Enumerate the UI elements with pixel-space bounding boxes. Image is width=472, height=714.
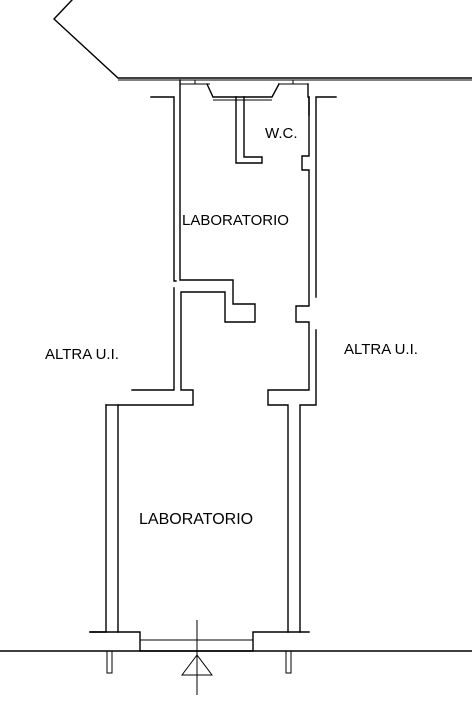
street-post-left: [106, 650, 113, 674]
street-post-right: [285, 650, 292, 674]
upper-left-wall-outer-lower: [131, 287, 175, 391]
lower-left-wall-outer: [89, 404, 107, 633]
label-altra-ui-left: ALTRA U.I.: [45, 346, 119, 363]
top-niche: [206, 83, 280, 98]
adjacent-building-outline: [53, 0, 472, 79]
upper-right-wall-inner: [267, 83, 310, 633]
upper-right-wall-outer: [299, 96, 337, 633]
top-window-right: [278, 79, 308, 85]
label-laboratorio-upper: LABORATORIO: [182, 212, 289, 229]
label-laboratorio-lower: LABORATORIO: [139, 511, 253, 528]
top-window-left: [180, 79, 210, 85]
upper-left-wall-inner: [89, 79, 256, 633]
entrance-arrow-icon: [181, 620, 213, 695]
wc-partition: [235, 96, 263, 164]
upper-left-wall-outer: [150, 96, 177, 282]
label-wc: W.C.: [265, 125, 298, 142]
entrance-threshold: [117, 631, 289, 652]
label-altra-ui-right: ALTRA U.I.: [344, 341, 418, 358]
